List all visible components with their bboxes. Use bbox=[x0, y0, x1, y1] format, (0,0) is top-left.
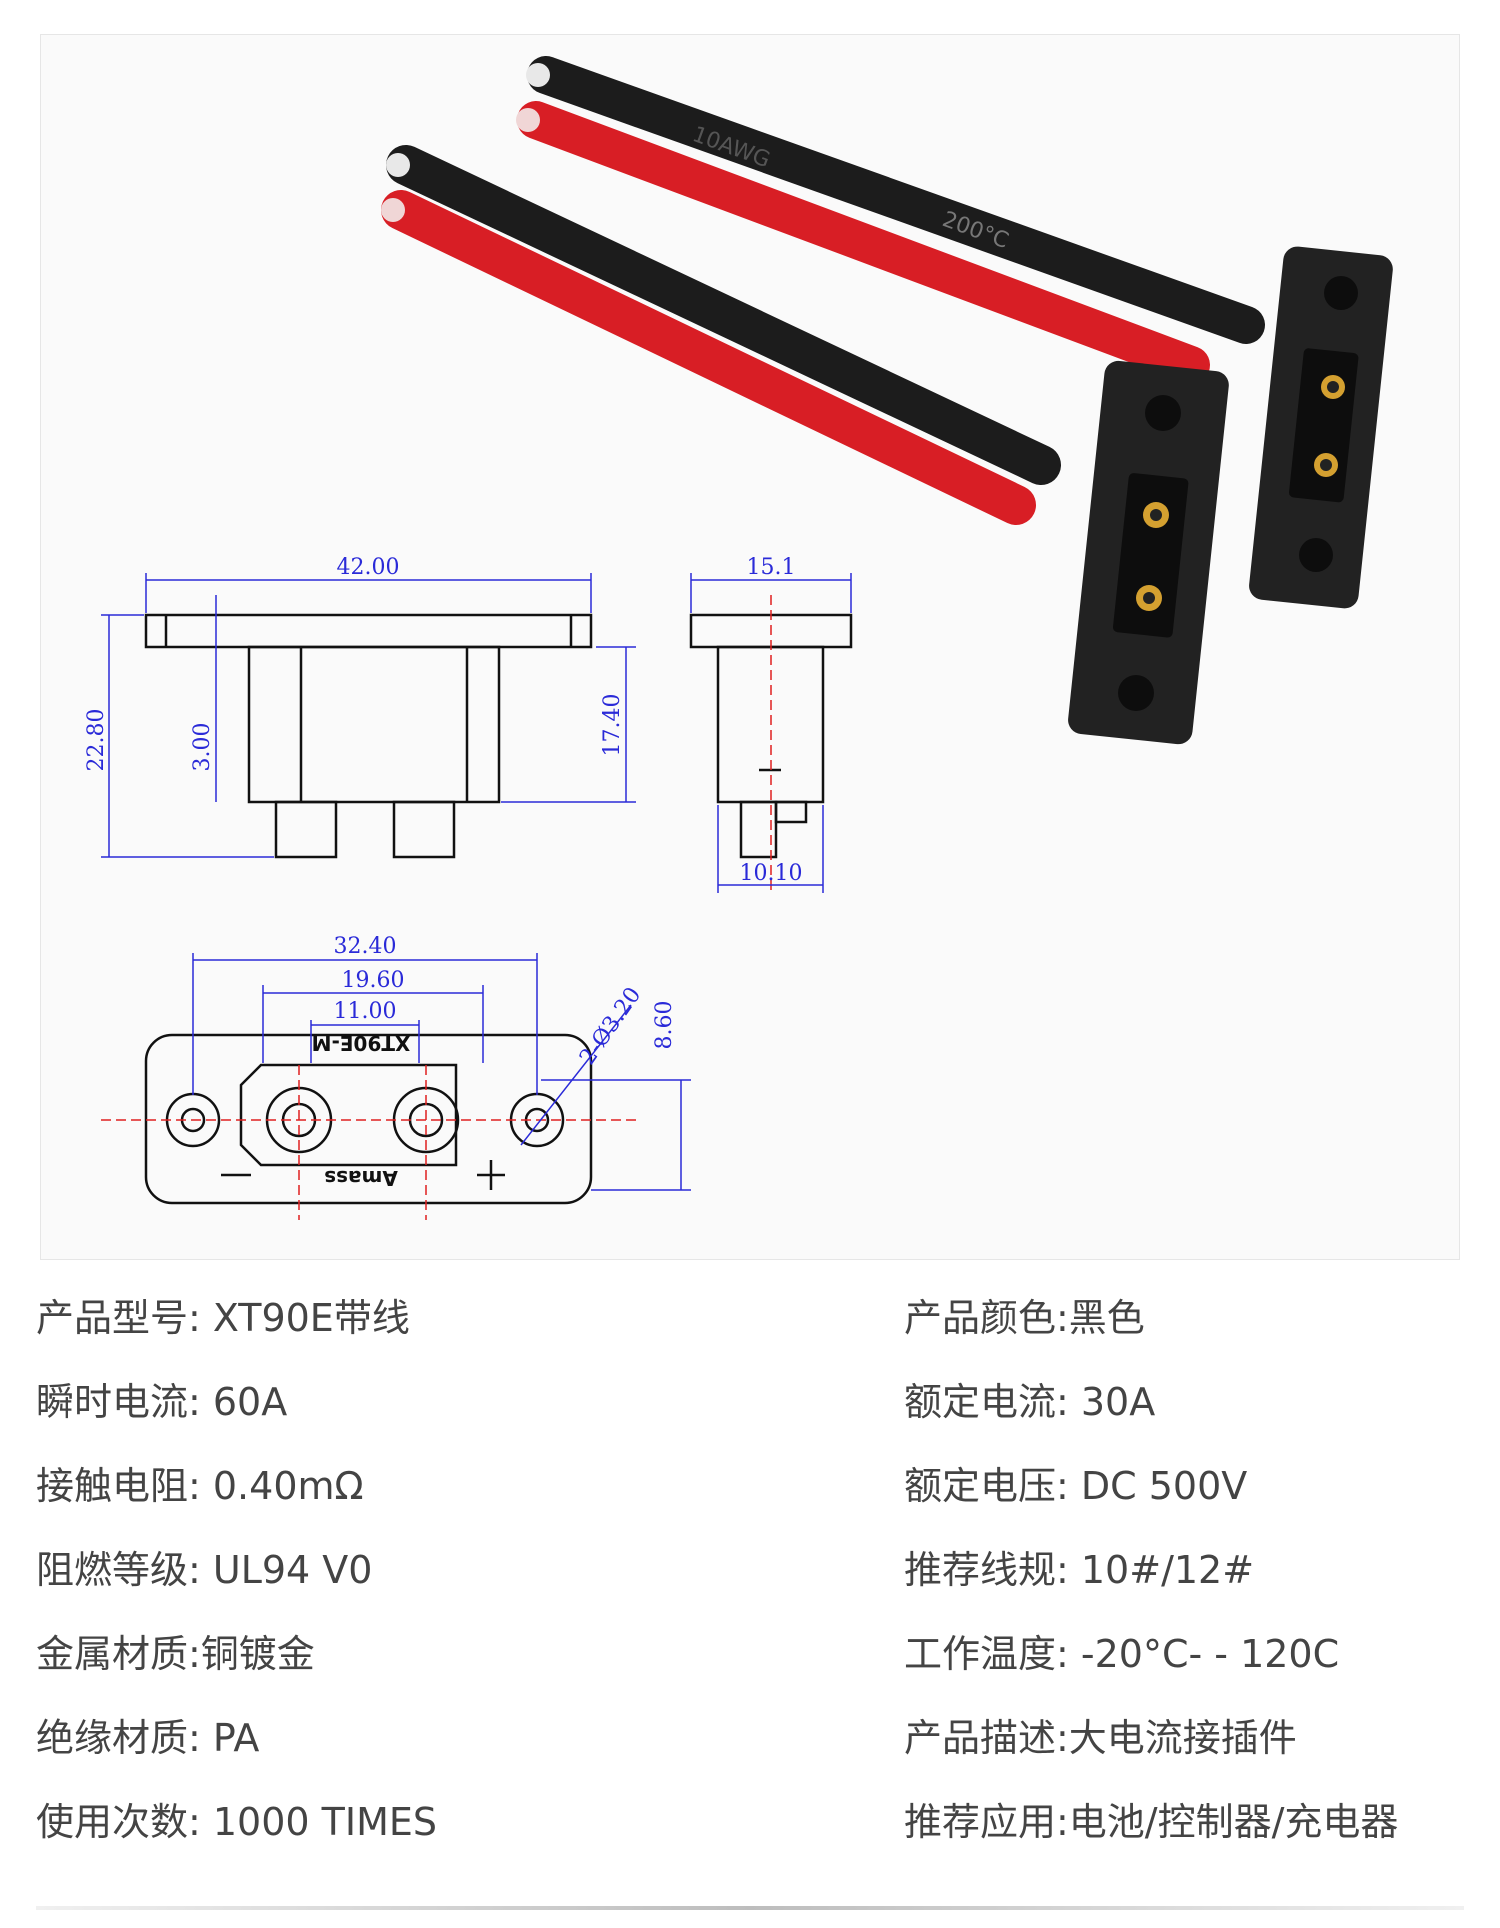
spec-rated-voltage: 额定电压: DC 500V bbox=[904, 1464, 1248, 1508]
dim-hole-dia-3-20: 2-Ø3.20 bbox=[575, 983, 646, 1070]
brand-text-amass: Amass bbox=[324, 1166, 398, 1190]
front-view-drawing bbox=[144, 613, 593, 859]
spec-instant-current: 瞬时电流: 60A bbox=[36, 1380, 288, 1424]
spec-metal-material: 金属材质:铜镀金 bbox=[36, 1632, 315, 1676]
dim-side-bottom-10-10: 10.10 bbox=[740, 861, 803, 886]
spec-rated-current: 额定电流: 30A bbox=[904, 1380, 1156, 1424]
dim-height-22-80: 22.80 bbox=[84, 709, 109, 772]
dim-pin-spacing-11-00: 11.00 bbox=[334, 999, 397, 1024]
spec-mating-cycles: 使用次数: 1000 TIMES bbox=[36, 1800, 438, 1844]
dim-body-17-40: 17.40 bbox=[600, 694, 625, 757]
dim-flange-3-00: 3.00 bbox=[190, 723, 215, 772]
dim-hole-spacing-32-40: 32.40 bbox=[334, 934, 397, 959]
spec-list: 产品型号: XT90E带线 瞬时电流: 60A 接触电阻: 0.40mΩ 阻燃等… bbox=[0, 1270, 1500, 1850]
dim-width-42: 42.00 bbox=[337, 555, 400, 580]
product-photo: 10AWG 200°C bbox=[381, 56, 1393, 745]
dim-side-top-15-1: 15.1 bbox=[747, 555, 796, 580]
spec-model: 产品型号: XT90E带线 bbox=[36, 1296, 410, 1340]
dim-housing-19-60: 19.60 bbox=[342, 968, 405, 993]
dim-height-8-60: 8.60 bbox=[652, 1001, 677, 1050]
spec-operating-temperature: 工作温度: -20°C- - 120C bbox=[904, 1632, 1340, 1676]
product-figure: 10AWG 200°C bbox=[84, 56, 1393, 1220]
spec-insulation-material: 绝缘材质: PA bbox=[36, 1716, 260, 1760]
bottom-divider bbox=[36, 1906, 1464, 1910]
spec-contact-resistance: 接触电阻: 0.40mΩ bbox=[36, 1464, 364, 1508]
model-text-xt90e-m: XT90E-M bbox=[312, 1031, 411, 1055]
figure-panel: 10AWG 200°C bbox=[40, 34, 1460, 1260]
spec-wire-gauge: 推荐线规: 10#/12# bbox=[904, 1548, 1255, 1592]
spec-application: 推荐应用:电池/控制器/充电器 bbox=[904, 1800, 1399, 1844]
spec-color: 产品颜色:黑色 bbox=[904, 1296, 1145, 1340]
spec-description: 产品描述:大电流接插件 bbox=[904, 1716, 1297, 1760]
spec-flame-rating: 阻燃等级: UL94 V0 bbox=[36, 1548, 373, 1592]
